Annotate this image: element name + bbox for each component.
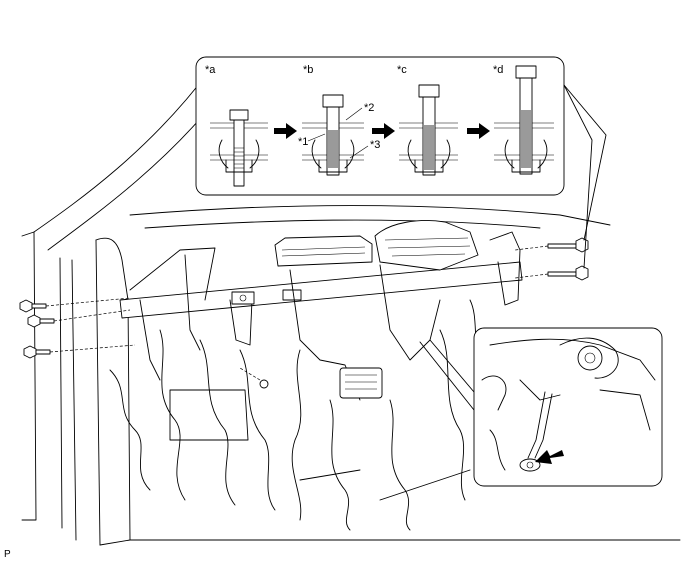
- step-label-c: *c: [397, 64, 407, 76]
- instrument-panel-reinforcement: [119, 231, 523, 381]
- left-mounting-bolts: [19, 297, 136, 359]
- thread: [328, 130, 338, 168]
- vehicle-body-outline: [21, 69, 681, 546]
- bolt-icon: [547, 265, 589, 281]
- bolt-step-b: [311, 94, 355, 176]
- bolt-step-a: [218, 109, 260, 187]
- bolt-removal-steps-inset: *a *b *c *d *2 *1 *3: [195, 56, 607, 269]
- arrow-right-icon: [467, 123, 490, 139]
- bolt-icon: [27, 314, 55, 328]
- step-label-b: *b: [303, 64, 313, 76]
- arrow-left-icon: [535, 450, 564, 464]
- callout-1: *1: [298, 136, 308, 148]
- bolt-step-d: [504, 65, 548, 175]
- callout-3: *3: [370, 139, 380, 151]
- step-label-a: *a: [205, 64, 216, 76]
- bolt-icon: [19, 299, 47, 313]
- arrow-right-icon: [372, 123, 395, 139]
- thread: [521, 110, 531, 168]
- arrow-right-icon: [274, 123, 297, 139]
- wire-harness: [109, 299, 486, 531]
- bolt-step-c: [407, 84, 451, 176]
- small-bolt-icon: [239, 367, 269, 389]
- step-label-d: *d: [493, 64, 503, 76]
- figure-code: P: [4, 549, 11, 560]
- callout-2: *2: [364, 102, 374, 114]
- air-conditioning-unit: [274, 220, 479, 401]
- detail-inset: [419, 327, 663, 487]
- bolt-icon: [547, 237, 589, 253]
- bolt-icon: [23, 345, 51, 359]
- thread: [424, 125, 434, 170]
